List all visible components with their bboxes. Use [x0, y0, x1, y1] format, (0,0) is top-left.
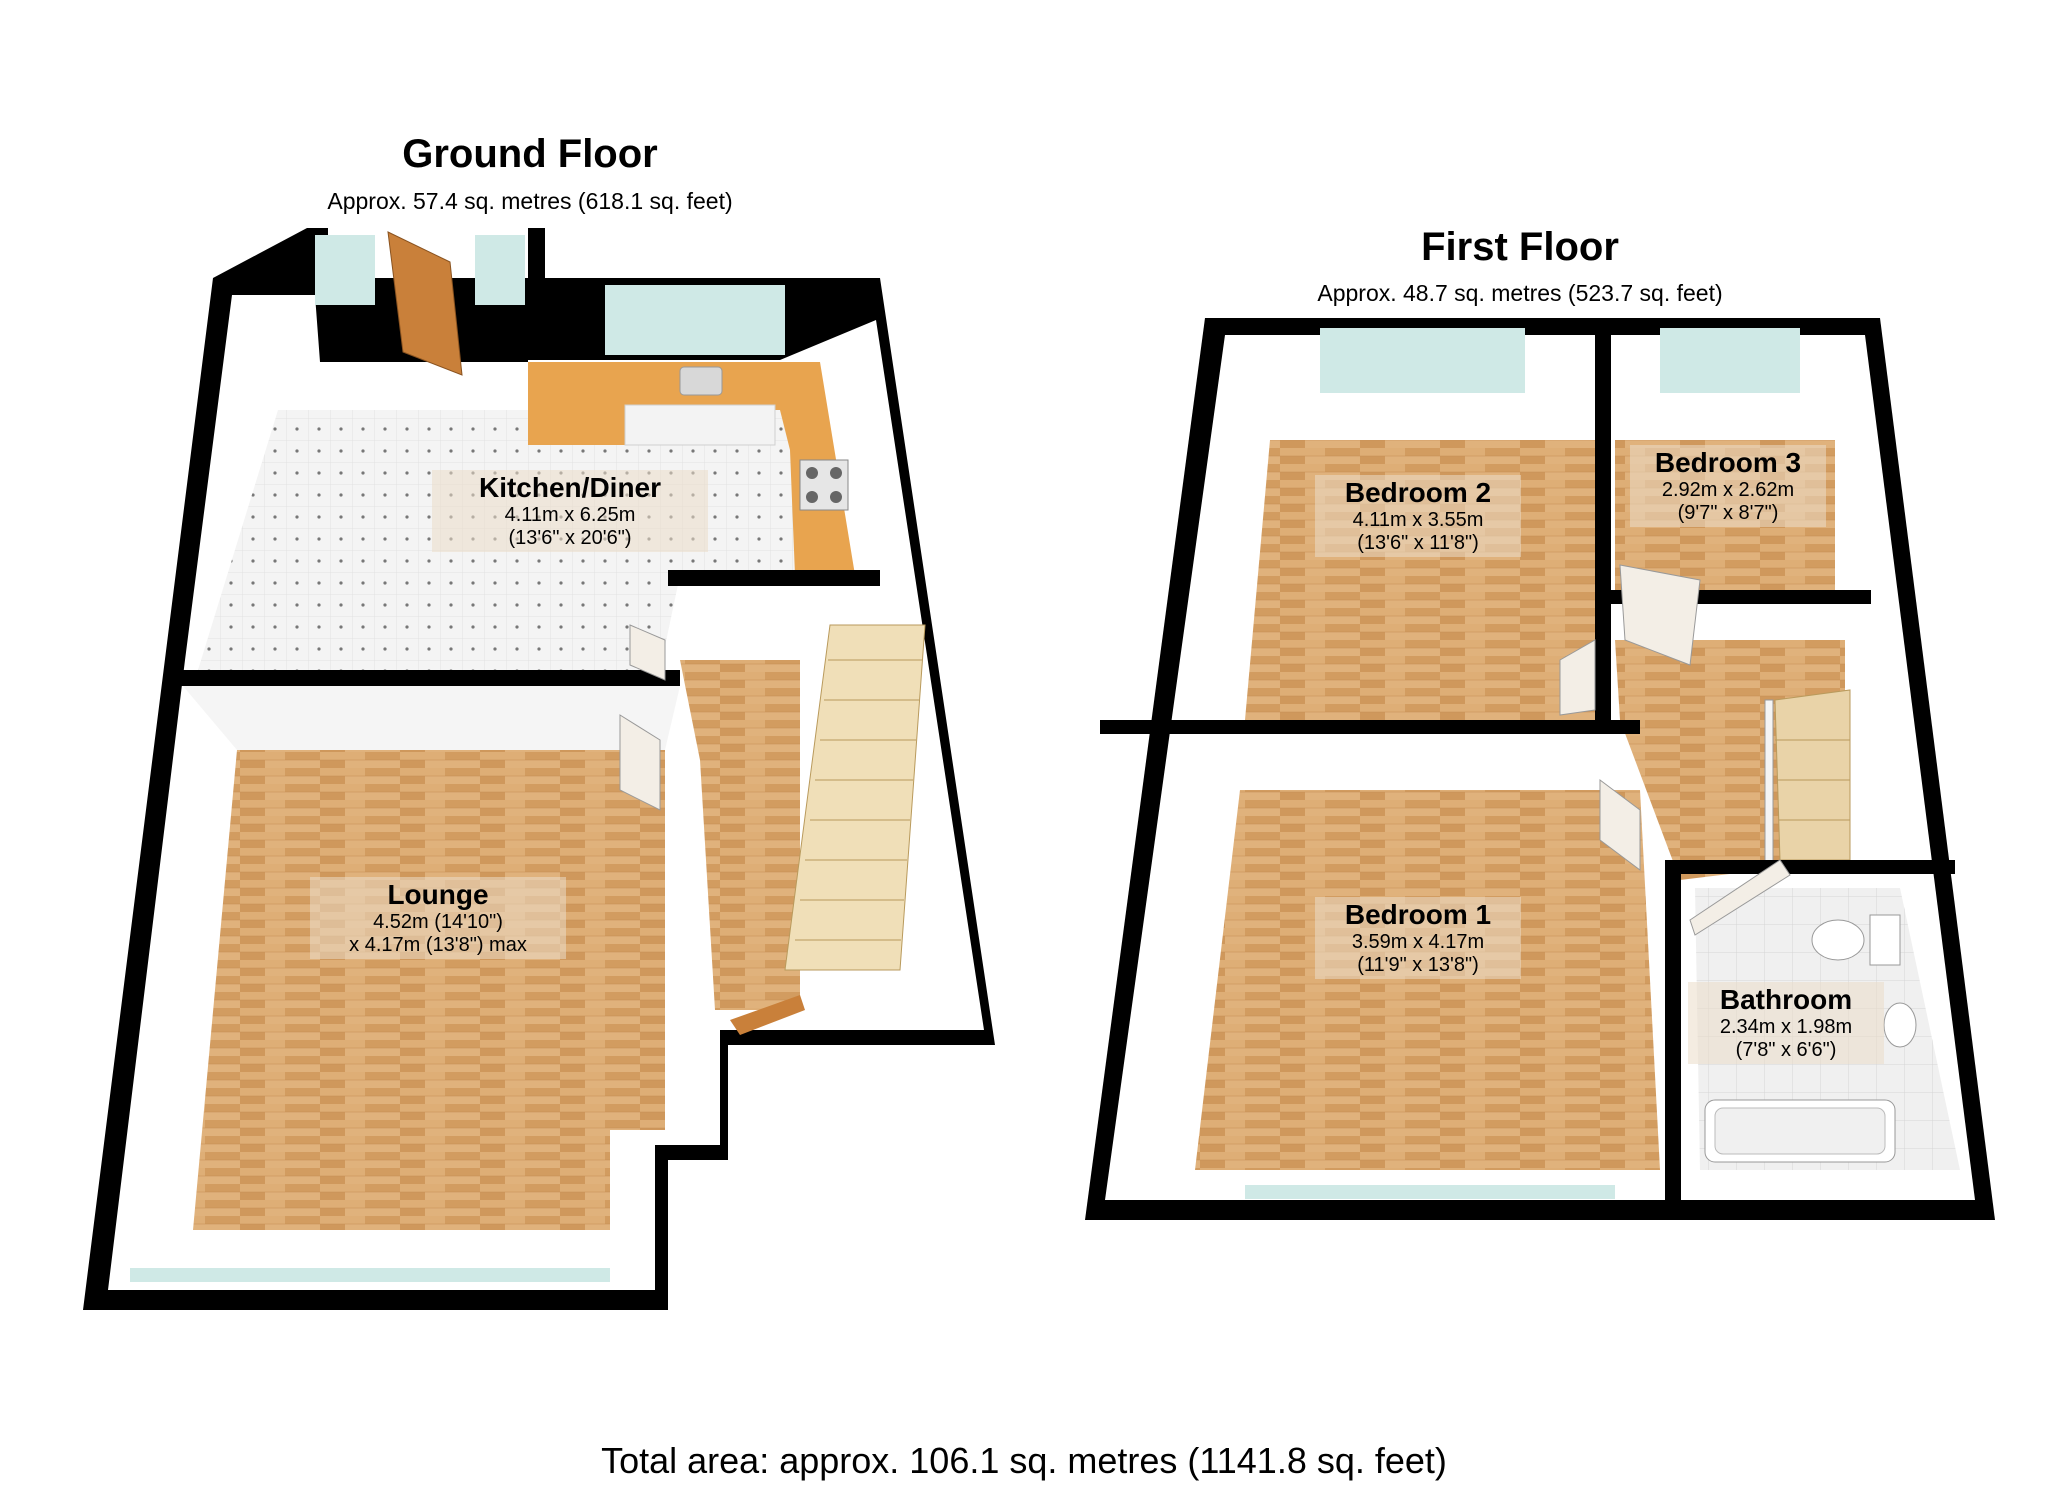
bedroom-3-door [1619, 564, 1701, 666]
ground-floor-area: Approx. 57.4 sq. metres (618.1 sq. feet) [327, 188, 733, 214]
room-label-bedroom-3: Bedroom 3 2.92m x 2.62m (9'7" x 8'7") [1630, 445, 1826, 528]
kitchen-worktop [528, 362, 855, 575]
room-label-bedroom-1: Bedroom 1 3.59m x 4.17m (11'9" x 13'8") [1315, 897, 1521, 980]
window [475, 235, 525, 305]
lounge-floor [193, 750, 665, 1230]
room-name: Bedroom 2 [1344, 477, 1492, 508]
bathroom-door [1689, 859, 1791, 936]
room-dimensions: 2.92m x 2.62m [1661, 479, 1795, 502]
room-label-bathroom: Bathroom 2.34m x 1.98m (7'8" x 6'6") [1688, 982, 1884, 1065]
ground-floor-title: Ground Floor [402, 132, 658, 176]
room-dimensions-imperial: (11'9" x 13'8") [1357, 954, 1479, 977]
first-internal-wall [1680, 860, 1955, 874]
ground-internal-wall [181, 670, 680, 686]
hall-floor [680, 660, 800, 1010]
room-label-lounge: Lounge 4.52m (14'10") x 4.17m (13'8") ma… [310, 877, 566, 960]
lounge-wall-face [183, 686, 680, 750]
basin-icon [1883, 1002, 1917, 1048]
first-floor-area: Approx. 48.7 sq. metres (523.7 sq. feet) [1317, 280, 1723, 306]
room-dimensions: 3.59m x 4.17m [1351, 931, 1485, 954]
room-name: Kitchen/Diner [478, 472, 662, 503]
first-floor-plan [1085, 318, 1995, 1220]
room-dimensions-imperial: (13'6" x 20'6") [508, 527, 632, 550]
first-internal-wall [1665, 860, 1681, 1220]
room-name: Bedroom 3 [1654, 447, 1802, 478]
back-door [387, 231, 463, 376]
bedroom-1-door [1599, 779, 1641, 871]
total-area: Total area: approx. 106.1 sq. metres (11… [601, 1440, 1447, 1481]
staircase [784, 624, 926, 971]
ground-internal-wall [668, 570, 880, 586]
kitchen-door [629, 624, 666, 681]
first-internal-wall [1100, 720, 1640, 734]
landing-stairs [1764, 689, 1851, 871]
bedroom-2-door [1559, 639, 1596, 716]
room-dimensions: 4.52m (14'10") [373, 911, 503, 934]
window [1660, 328, 1800, 393]
room-dimensions-imperial: (9'7" x 8'7") [1677, 502, 1779, 525]
room-dimensions: 2.34m x 1.98m [1719, 1016, 1853, 1039]
window [315, 235, 375, 305]
first-internal-wall [1595, 330, 1611, 730]
first-floor-title: First Floor [1421, 225, 1619, 269]
room-dimensions-imperial: (13'6" x 11'8") [1357, 532, 1479, 555]
hob-icon [799, 459, 849, 511]
window [1320, 328, 1525, 393]
bedroom-1-floor [1195, 790, 1660, 1170]
room-name: Lounge [387, 879, 489, 910]
bath-icon [1704, 1099, 1896, 1163]
room-dimensions-max: x 4.17m (13'8") max [349, 934, 527, 957]
window [1245, 1185, 1615, 1199]
room-label-kitchen-diner: Kitchen/Diner 4.11m x 6.25m (13'6" x 20'… [432, 470, 708, 553]
window [130, 1268, 610, 1282]
toilet-icon [1811, 914, 1901, 966]
room-name: Bedroom 1 [1344, 899, 1492, 930]
lounge-door [619, 714, 661, 811]
room-label-bedroom-2: Bedroom 2 4.11m x 3.55m (13'6" x 11'8") [1315, 475, 1521, 558]
room-dimensions-imperial: (7'8" x 6'6") [1735, 1039, 1837, 1062]
ground-floor-plan [83, 228, 995, 1310]
room-dimensions: 4.11m x 3.55m [1352, 509, 1484, 532]
sink-icon [679, 366, 723, 396]
kitchen-cupboards [624, 404, 776, 446]
front-door [730, 995, 805, 1035]
window [605, 285, 785, 355]
room-dimensions: 4.11m x 6.25m [504, 504, 636, 527]
room-name: Bathroom [1719, 984, 1853, 1015]
